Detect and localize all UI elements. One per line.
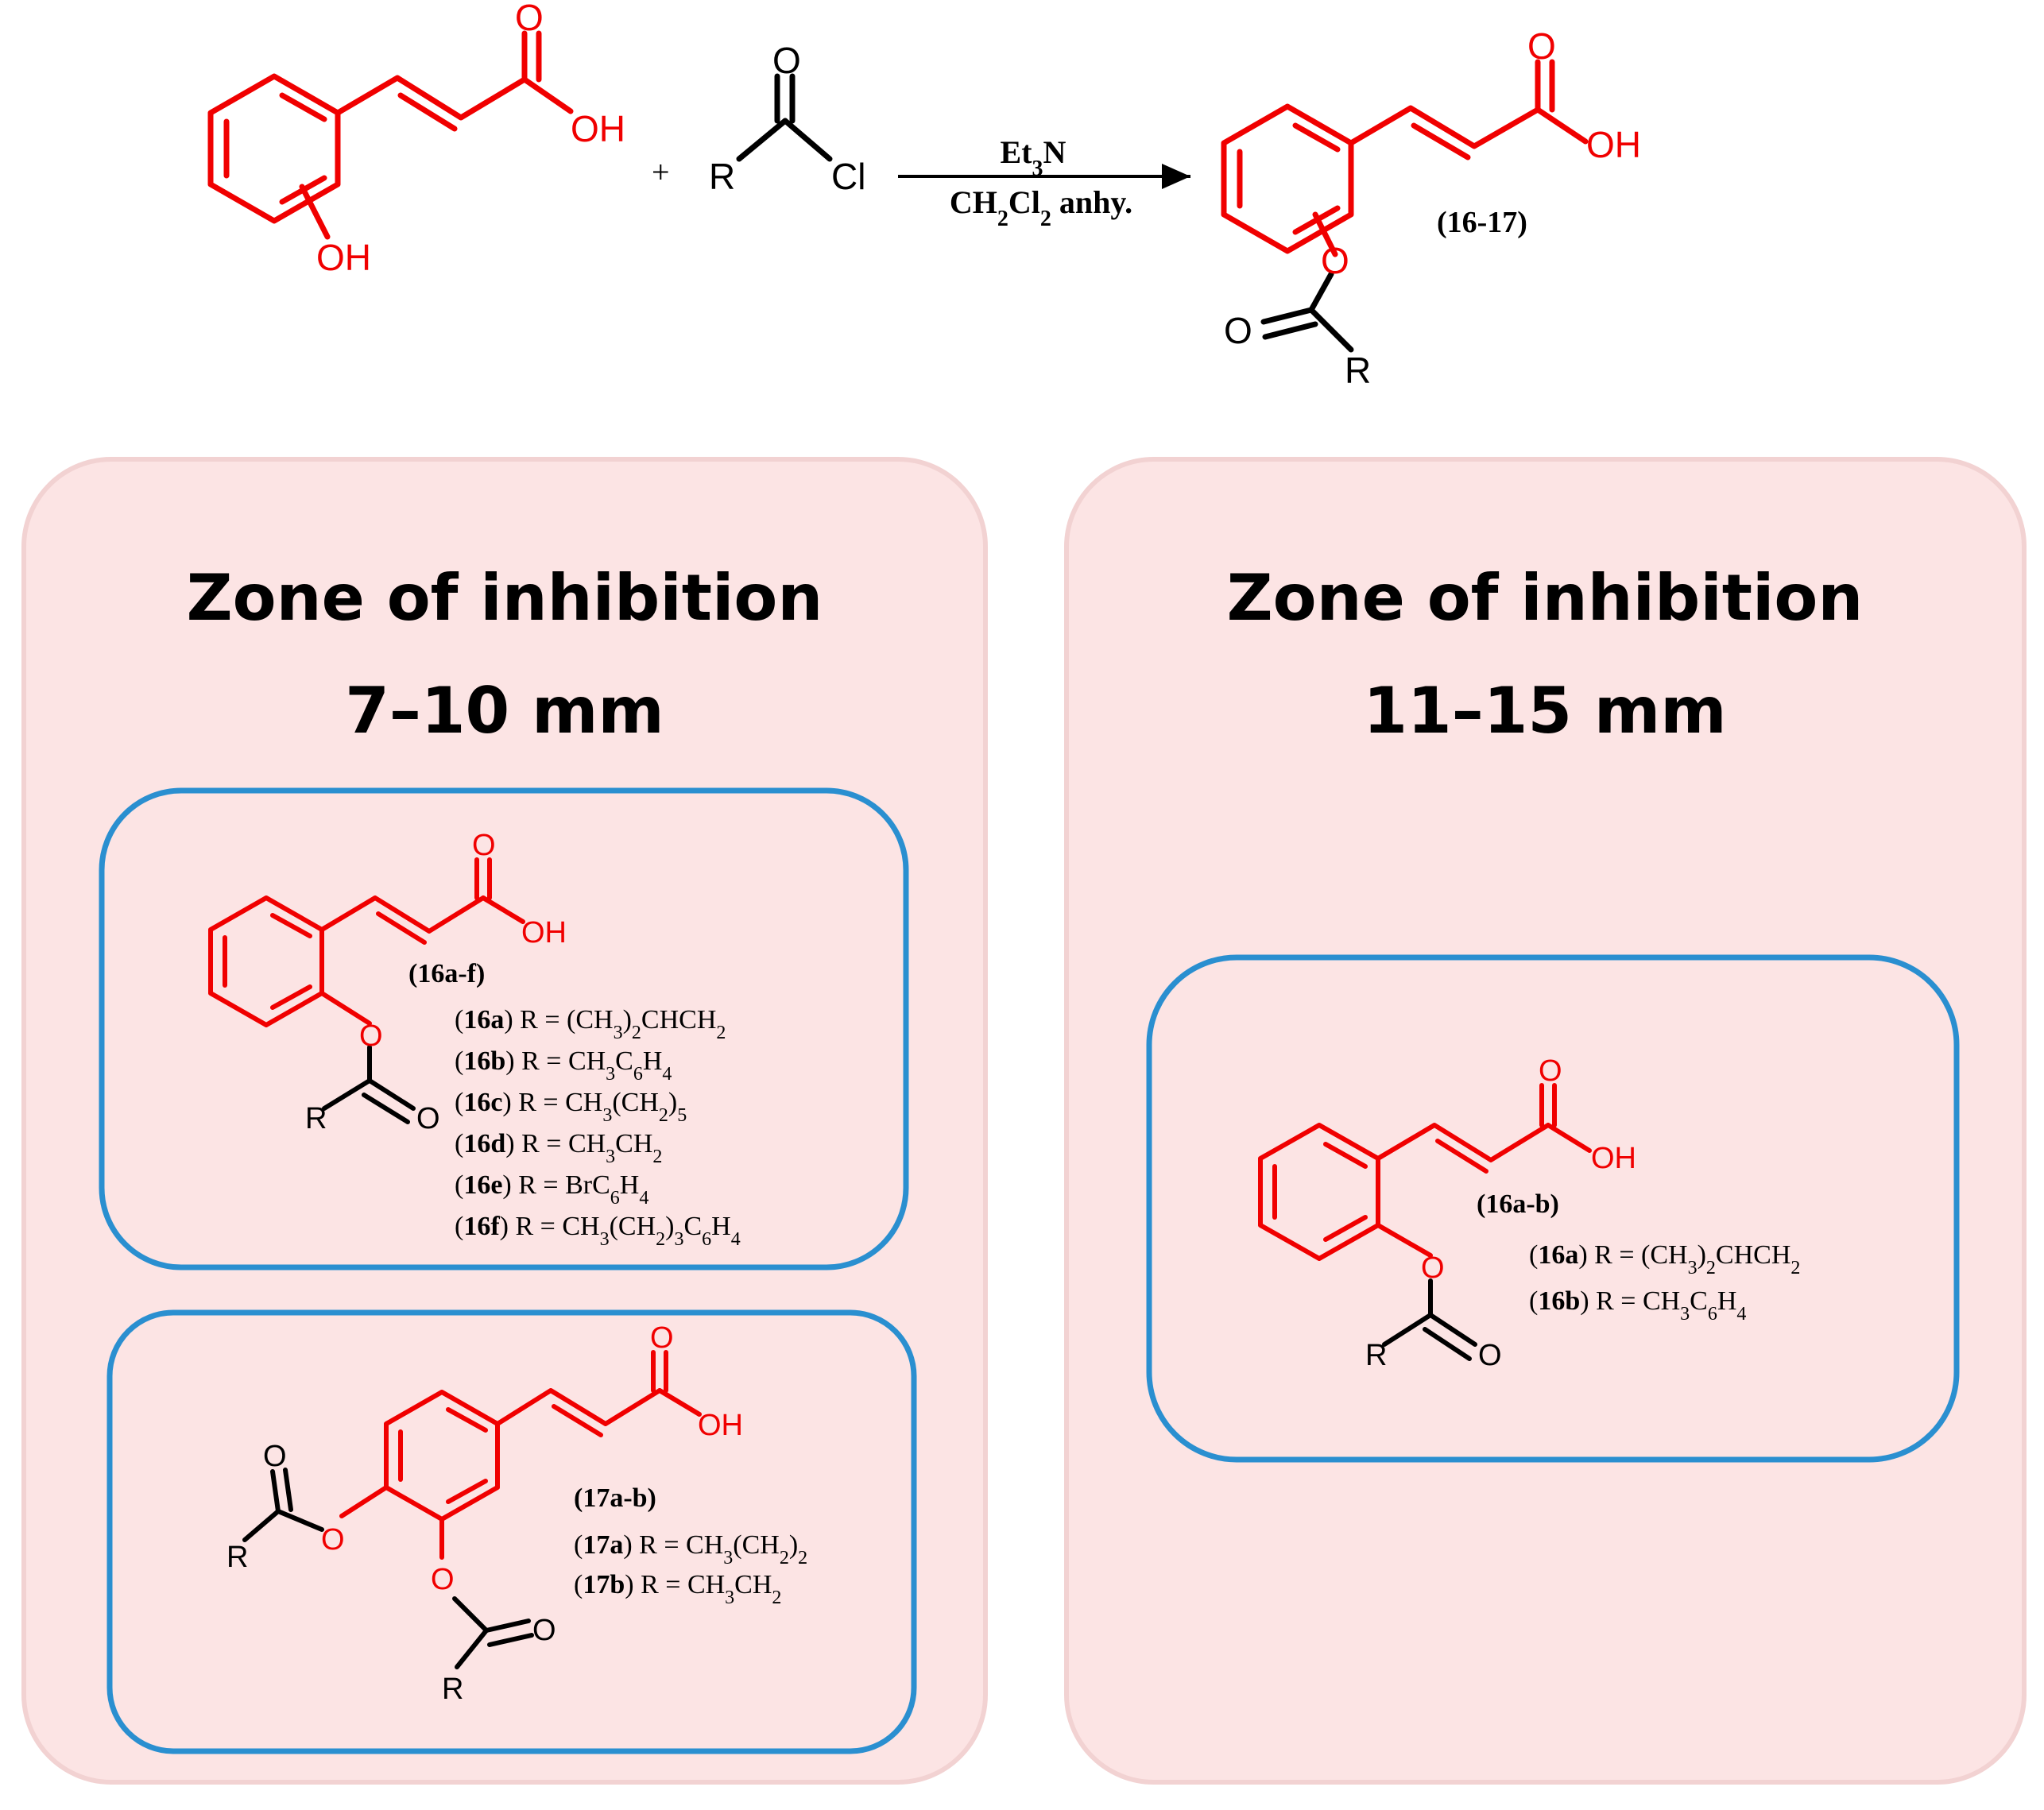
atom-r: R (1345, 350, 1371, 391)
atom-o: O (1539, 1054, 1562, 1088)
atom-o: O (1321, 240, 1349, 281)
product-ester-group (1260, 271, 1354, 353)
zone-panel-right: Zone of inhibition 11–15 mm (1064, 457, 2027, 1785)
atom-r: R (305, 1102, 327, 1135)
compound-entry-16b: (16b) R = CH3C6H4 (455, 1046, 672, 1085)
atom-o: O (1527, 25, 1556, 67)
reagent-solvent: CH2Cl2 anhy. (950, 184, 1132, 231)
atom-cl: Cl (831, 156, 865, 197)
product-label: (16-17) (1437, 206, 1527, 239)
atom-o: O (650, 1321, 674, 1355)
atom-o: O (431, 1563, 455, 1596)
atom-oh: OH (316, 237, 371, 278)
structure-16-series: O OH O O R (1258, 1054, 1636, 1372)
zone-title: Zone of inhibition (1227, 561, 1864, 635)
atom-o: O (359, 1019, 383, 1053)
compound-entry-16d: (16d) R = CH3CH2 (455, 1129, 662, 1167)
atom-o: O (772, 40, 801, 81)
atom-o: O (532, 1614, 556, 1647)
compound-entry-16a: (16a) R = (CH3)2CHCH2 (455, 1005, 726, 1043)
compound-box-17a-b (106, 1309, 917, 1754)
compound-entry-16b: (16b) R = CH3C6H4 (1529, 1286, 1746, 1325)
atom-o: O (321, 1523, 345, 1557)
acyl-chloride-structure (736, 73, 833, 162)
atom-oh: OH (571, 108, 625, 149)
hydroxycinnamic-acid-structure (207, 30, 574, 240)
atom-r: R (442, 1673, 463, 1706)
atom-r: R (1365, 1339, 1387, 1372)
compound-entry-16e: (16e) R = BrC6H4 (455, 1170, 648, 1209)
product-atoms: O OH O O R (1224, 25, 1641, 391)
atom-o: O (1478, 1339, 1502, 1372)
acyl-chloride-atoms: O R Cl (709, 40, 865, 197)
atom-oh: OH (1586, 124, 1641, 165)
atom-o: O (472, 829, 496, 862)
compound-list-16a-f: (16a) R = (CH3)2CHCH2(16b) R = CH3C6H4(1… (455, 1005, 741, 1250)
compound-entry-16f: (16f) R = CH3(CH2)3C6H4 (455, 1212, 741, 1250)
atom-o: O (263, 1440, 287, 1473)
zone-title: Zone of inhibition (187, 561, 823, 635)
atom-o: O (1224, 310, 1252, 351)
compound-list-16a-b: (16a) R = (CH3)2CHCH2 (16b) R = CH3C6H4 (1529, 1240, 1800, 1325)
compound-entry-17a: (17a) R = CH3(CH2)2 (574, 1530, 807, 1568)
atom-o: O (416, 1102, 440, 1135)
reaction-equation: O OH OH + O R Cl Et3N CH2Cl2 anhy. (207, 0, 1641, 391)
structure-17-series: O OH O O O R O R (226, 1321, 743, 1706)
compound-entry-16c: (16c) R = CH3(CH2)5 (455, 1088, 687, 1126)
compound-box-16a-f (99, 787, 909, 1270)
compound-entry-16a: (16a) R = (CH3)2CHCH2 (1529, 1240, 1800, 1278)
compound-box-16a-b (1146, 954, 1960, 1463)
hydroxycinnamic-acid-atoms: O OH OH (316, 0, 625, 278)
zone-panel-left: Zone of inhibition 7–10 mm (21, 457, 988, 1785)
series-label-17a-b: (17a-b) (574, 1483, 656, 1513)
zone-panel-left-background (21, 457, 988, 1785)
series-label-16a-f: (16a-f) (408, 959, 485, 988)
plus-sign: + (652, 154, 670, 190)
atom-o: O (1421, 1251, 1445, 1285)
compound-list-17a-b: (17a) R = CH3(CH2)2(17b) R = CH3CH2 (574, 1530, 807, 1608)
reagent-triethylamine: Et3N (1001, 134, 1067, 181)
zone-panel-right-background (1064, 457, 2027, 1785)
series-label-16a-b: (16a-b) (1477, 1189, 1559, 1219)
atom-r: R (226, 1541, 248, 1574)
zone-range: 7–10 mm (345, 674, 664, 748)
compound-entry-17b: (17b) R = CH3CH2 (574, 1570, 781, 1608)
structure-16-series: O OH O O R (208, 829, 567, 1135)
atom-oh: OH (1591, 1142, 1636, 1175)
atom-oh: OH (698, 1409, 743, 1442)
atom-r: R (709, 156, 735, 197)
atom-o: O (515, 0, 544, 38)
zone-range: 11–15 mm (1363, 674, 1726, 748)
atom-oh: OH (521, 916, 567, 949)
product-structure (1221, 59, 1589, 257)
